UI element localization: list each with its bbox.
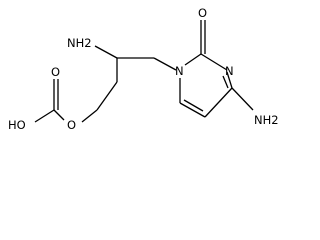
bond-ch2-o-ether (81, 109, 98, 123)
atom-label-n3: N (225, 64, 234, 78)
atom-label-carbonyl-o-acid: O (51, 65, 60, 79)
atom-label-carbonyl-o: O (198, 6, 207, 20)
bond-c-oh (34, 109, 55, 123)
bond-o-ether-c (53, 109, 65, 121)
atom-label-n1: N (175, 64, 184, 78)
bond-c4-c5 (204, 87, 233, 118)
bond-ch2-n1 (153, 57, 177, 71)
bond-n1-c2 (184, 53, 202, 66)
bond-ch2-ch2 (96, 81, 118, 111)
bond-nh2-ch (94, 45, 118, 59)
bond-c5-c6 (179, 102, 206, 118)
bond-c4-nh2 (231, 87, 254, 111)
atom-label-ether-o: O (67, 118, 76, 132)
atom-label-nh2-side-chain: NH2 (67, 36, 92, 50)
atom-label-hydroxyl: HO (8, 118, 26, 132)
bond-c2-n3 (200, 53, 228, 71)
bond-n3-c4-double (222, 75, 229, 89)
bond-c5-c6-double (183, 99, 204, 112)
bond-n3-c4 (226, 71, 233, 89)
atom-label-nh2-ring: NH2 (254, 113, 279, 127)
molecule-structure-diagram: NH2 N O N NH2 O O HO (8, 6, 279, 132)
